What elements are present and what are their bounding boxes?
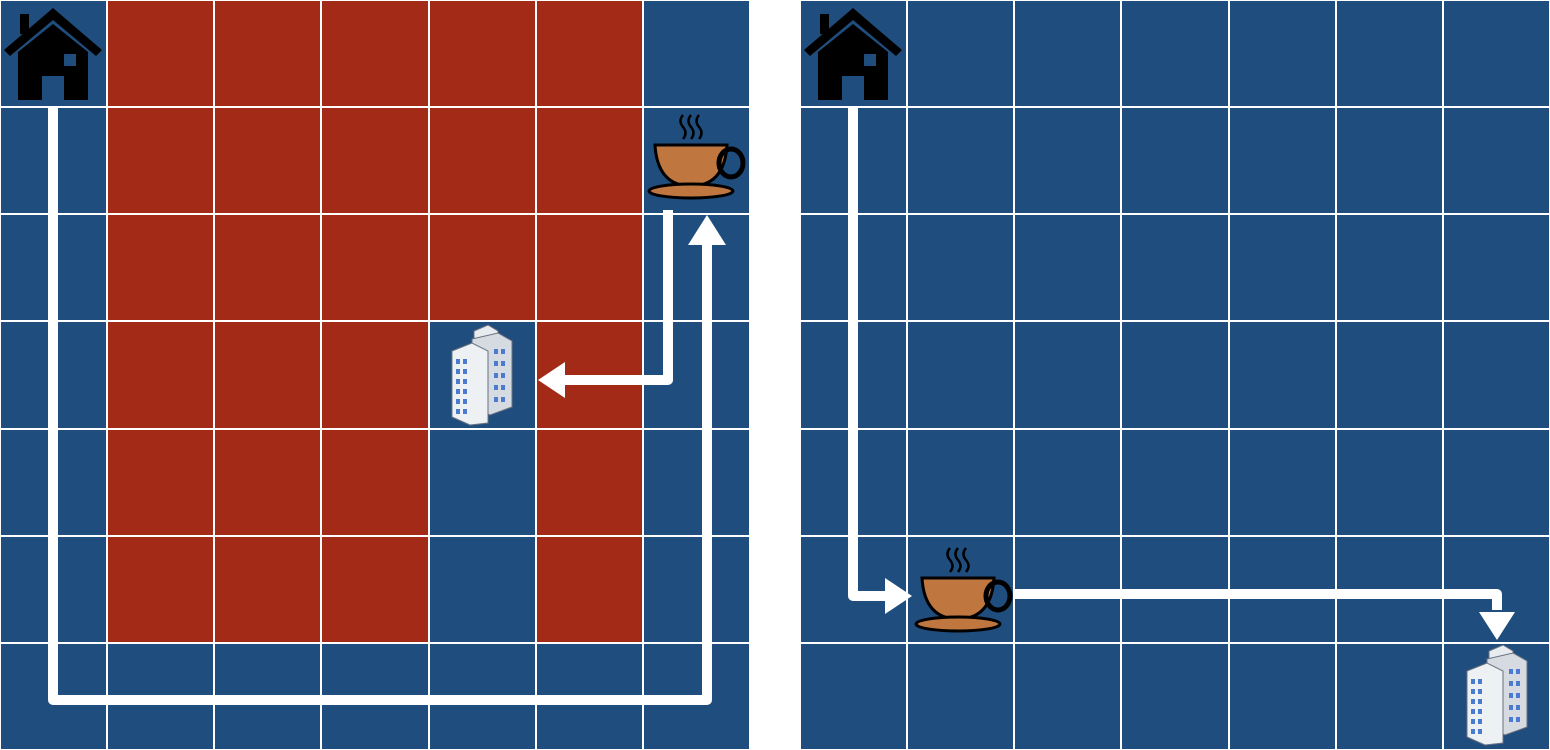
grid-cell-open bbox=[642, 321, 750, 429]
grid-cell-blocked bbox=[428, 214, 536, 322]
grid-cell-open bbox=[1335, 642, 1443, 750]
grid-cell-blocked bbox=[428, 107, 536, 215]
grid-cell-blocked bbox=[428, 0, 536, 108]
grid-cell-open bbox=[907, 0, 1015, 108]
right-grid-cells bbox=[800, 0, 1550, 750]
grid-cell-blocked bbox=[214, 214, 322, 322]
grid-cell-blocked bbox=[535, 428, 643, 536]
grid-cell-blocked bbox=[107, 107, 215, 215]
grid-cell-open bbox=[1228, 0, 1336, 108]
grid-cell-open bbox=[642, 535, 750, 643]
grid-cell-blocked bbox=[214, 428, 322, 536]
grid-cell-open bbox=[642, 0, 750, 108]
path-coffee-to-office bbox=[560, 210, 673, 385]
grid-cell-open bbox=[1014, 642, 1122, 750]
grid-cell-open bbox=[1121, 428, 1229, 536]
grid-cell-open bbox=[428, 428, 536, 536]
grid-cell-open bbox=[1228, 107, 1336, 215]
grid-cell-blocked bbox=[107, 0, 215, 108]
grid-cell-blocked bbox=[535, 107, 643, 215]
grid-cell-open bbox=[1442, 321, 1550, 429]
arrowhead-right bbox=[885, 578, 912, 614]
grid-cell-open bbox=[642, 428, 750, 536]
grid-cell-open bbox=[1335, 214, 1443, 322]
grid-cell-blocked bbox=[321, 321, 429, 429]
grid-cell-blocked bbox=[321, 535, 429, 643]
arrowhead-left bbox=[538, 362, 565, 398]
grid-cell-open bbox=[907, 214, 1015, 322]
grid-cell-open bbox=[1014, 107, 1122, 215]
path-home-to-coffee bbox=[848, 108, 890, 601]
grid-cell-blocked bbox=[321, 0, 429, 108]
grid-cell-open bbox=[1335, 107, 1443, 215]
grid-cell-open bbox=[1121, 214, 1229, 322]
office-building-icon bbox=[451, 324, 513, 426]
grid-cell-blocked bbox=[107, 321, 215, 429]
grid-cell-open bbox=[1442, 107, 1550, 215]
grid-cell-open bbox=[1335, 428, 1443, 536]
grid-cell-open bbox=[1014, 321, 1122, 429]
left-grid-panel bbox=[0, 0, 750, 750]
office-building-icon bbox=[1466, 644, 1528, 746]
house-icon bbox=[4, 8, 102, 100]
arrowhead-up bbox=[688, 215, 726, 245]
grid-cell-open bbox=[1014, 428, 1122, 536]
grid-cell-blocked bbox=[535, 0, 643, 108]
arrowhead-down bbox=[1479, 612, 1515, 640]
right-overlay bbox=[804, 8, 1528, 746]
grid-cell-open bbox=[1228, 642, 1336, 750]
grid-cell-blocked bbox=[321, 428, 429, 536]
grid-cell-blocked bbox=[214, 321, 322, 429]
grid-cell-open bbox=[1335, 0, 1443, 108]
grid-cell-open bbox=[1442, 214, 1550, 322]
grid-cell-blocked bbox=[107, 535, 215, 643]
grid-cell-open bbox=[1014, 214, 1122, 322]
grid-cell-open bbox=[800, 642, 908, 750]
grid-cell-open bbox=[907, 107, 1015, 215]
grid-cell-open bbox=[1228, 214, 1336, 322]
grid-cell-blocked bbox=[214, 107, 322, 215]
grid-cell-open bbox=[1442, 428, 1550, 536]
grid-cell-blocked bbox=[535, 535, 643, 643]
grid-cell-open bbox=[1121, 321, 1229, 429]
grid-cell-blocked bbox=[321, 214, 429, 322]
house-icon bbox=[804, 8, 902, 100]
right-grid-panel bbox=[800, 0, 1550, 750]
grid-cell-blocked bbox=[214, 535, 322, 643]
path-coffee-to-office bbox=[1015, 589, 1502, 610]
grid-cell-open bbox=[1228, 428, 1336, 536]
grid-cell-blocked bbox=[321, 107, 429, 215]
grid-cell-open bbox=[1121, 642, 1229, 750]
grid-cell-open bbox=[1335, 321, 1443, 429]
grid-cell-open bbox=[907, 321, 1015, 429]
coffee-cup-icon bbox=[914, 547, 1013, 633]
grid-cell-blocked bbox=[535, 214, 643, 322]
grid-cell-open bbox=[428, 535, 536, 643]
grid-cell-blocked bbox=[107, 214, 215, 322]
grid-cell-open bbox=[907, 642, 1015, 750]
coffee-cup-icon bbox=[647, 114, 746, 200]
grid-cell-open bbox=[1121, 0, 1229, 108]
grid-cell-blocked bbox=[107, 428, 215, 536]
grid-cell-blocked bbox=[214, 0, 322, 108]
grid-cell-open bbox=[1121, 107, 1229, 215]
grid-cell-open bbox=[1228, 321, 1336, 429]
grid-cell-open bbox=[907, 428, 1015, 536]
grid-cell-open bbox=[1014, 0, 1122, 108]
grid-cell-open bbox=[1442, 0, 1550, 108]
path-home-to-coffee bbox=[48, 108, 712, 705]
left-overlay bbox=[4, 8, 746, 705]
